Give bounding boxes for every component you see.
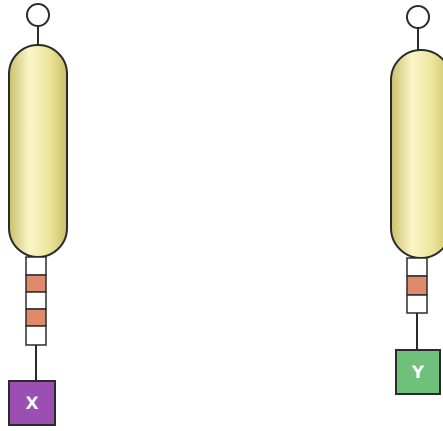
- scale-segment-blank: [26, 326, 46, 345]
- ring-hook-icon: [27, 4, 49, 26]
- scale-segment-mark: [26, 309, 46, 326]
- scale-strip: [26, 257, 46, 345]
- balance-body: [391, 50, 443, 258]
- scale-segment-mark: [26, 275, 46, 292]
- scale-segment-mark: [407, 276, 427, 295]
- weight-label-x: X: [25, 394, 38, 414]
- balance-body: [9, 45, 67, 257]
- spring-balance-right: Y: [391, 6, 443, 394]
- scale-segment-blank: [407, 295, 427, 313]
- scale-segment-blank: [26, 257, 46, 275]
- spring-balance-left: X: [9, 4, 67, 425]
- scale-segment-blank: [26, 292, 46, 309]
- weight-block-x: X: [9, 381, 55, 425]
- ring-hook-icon: [407, 6, 429, 28]
- scale-segment-blank: [407, 258, 427, 276]
- weight-label-y: Y: [411, 363, 425, 383]
- weight-block-y: Y: [396, 350, 440, 394]
- scale-strip: [407, 258, 427, 313]
